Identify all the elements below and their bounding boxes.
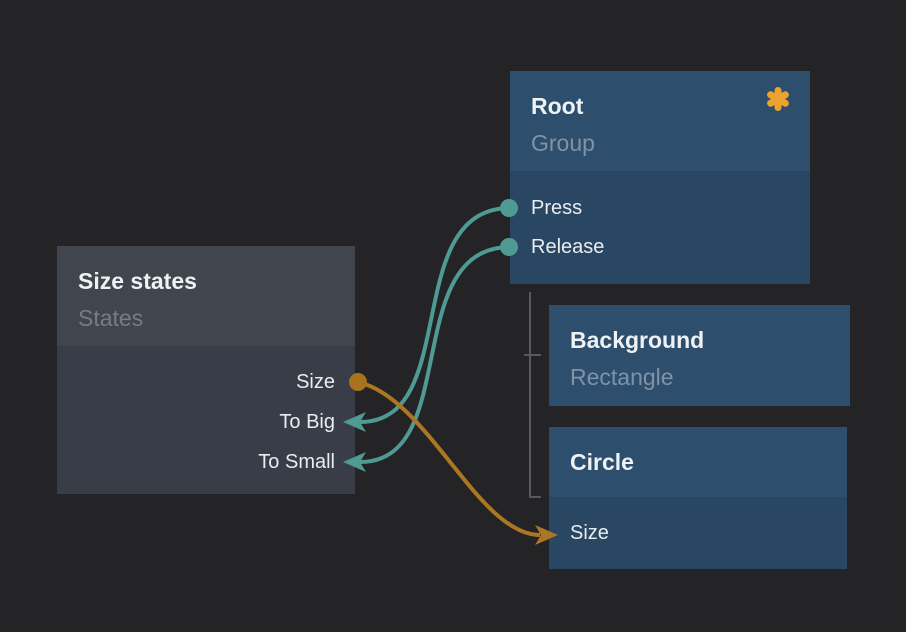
node-header[interactable]: Background Rectangle bbox=[549, 305, 850, 406]
node-subtitle: Group bbox=[531, 130, 595, 156]
node-root[interactable]: Root Group Press Release bbox=[510, 71, 810, 284]
node-body: Size To Big To Small bbox=[57, 346, 355, 494]
connection-press-to-big[interactable] bbox=[343, 199, 518, 432]
hierarchy-connector-line bbox=[524, 292, 541, 498]
node-body: Size bbox=[549, 497, 847, 569]
port-size-output[interactable]: Size bbox=[296, 371, 335, 393]
node-header[interactable]: Root Group bbox=[510, 71, 810, 171]
node-title: Background bbox=[570, 327, 705, 353]
node-header[interactable]: Size states States bbox=[57, 246, 355, 346]
port-release-output[interactable]: Release bbox=[531, 236, 605, 258]
connection-release-to-small[interactable] bbox=[343, 238, 518, 472]
node-header[interactable]: Circle bbox=[549, 427, 847, 497]
node-body: Press Release bbox=[510, 171, 810, 284]
node-background[interactable]: Background Rectangle bbox=[549, 305, 850, 406]
port-press-output[interactable]: Press bbox=[531, 197, 583, 219]
port-to-big-input[interactable]: To Big bbox=[279, 411, 335, 433]
node-title: Circle bbox=[570, 449, 634, 475]
port-to-small-input[interactable]: To Small bbox=[258, 451, 335, 473]
node-subtitle: States bbox=[78, 305, 144, 331]
node-subtitle: Rectangle bbox=[570, 364, 674, 390]
node-title: Root bbox=[531, 93, 584, 119]
connection-size-to-circle-size[interactable] bbox=[349, 373, 558, 545]
node-circle[interactable]: Circle Size bbox=[549, 427, 847, 569]
modified-asterisk-icon bbox=[766, 87, 790, 111]
node-title: Size states bbox=[78, 268, 197, 294]
node-size-states[interactable]: Size states States Size To Big To Small bbox=[57, 246, 355, 494]
port-size-input[interactable]: Size bbox=[570, 522, 609, 544]
